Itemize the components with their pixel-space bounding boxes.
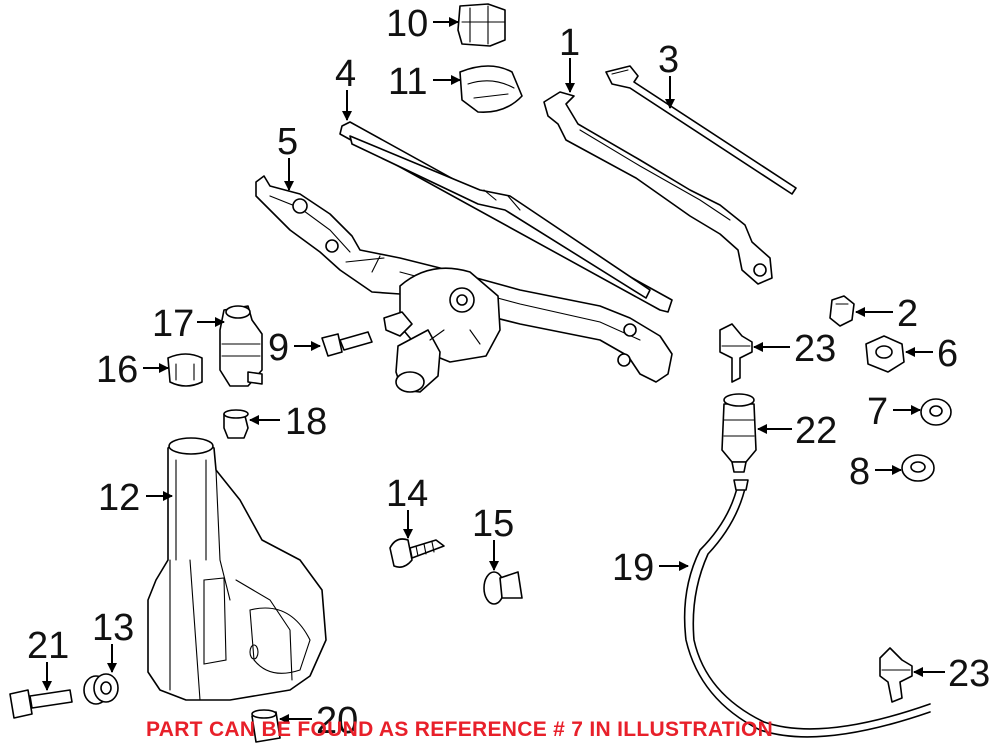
callout-numbers: 10 11 4 1 3 5 2 6 7 8 9 17 16 18 12 14 1… [27,3,990,742]
part-23-nozzle-upper [719,323,753,383]
callout-13: 13 [92,607,134,649]
callout-11: 11 [388,61,427,103]
callout-17: 17 [152,303,194,345]
callout-7: 7 [867,391,888,433]
callout-2: 2 [897,293,918,335]
part-10-cap [457,3,506,47]
part-16-seal [167,353,203,387]
part-15-clip [483,571,523,605]
callout-21: 21 [27,625,69,667]
part-2-nut [829,295,855,327]
reference-notice: PART CAN BE FOUND AS REFERENCE # 7 IN IL… [146,718,774,741]
part-4-wiper-blade [339,121,673,313]
callout-1: 1 [559,22,580,64]
callout-16: 16 [96,349,138,391]
callout-18: 18 [285,401,327,443]
part-1-wiper-arm [543,91,773,285]
part-12-reservoir [147,437,327,701]
part-11-cover [459,65,523,113]
callout-8: 8 [849,451,870,493]
part-9-bolt [321,331,373,357]
part-23-nozzle-lower [879,647,913,703]
part-8-grommet [901,454,935,482]
callout-12: 12 [98,477,140,519]
callout-3: 3 [658,39,679,81]
part-17-washer-pump [219,305,263,387]
part-22-washer-pump [721,393,757,473]
part-7-washer [920,398,952,426]
callout-15: 15 [472,503,514,545]
part-14-screw [389,538,445,568]
callout-4: 4 [335,53,356,95]
part-6-flange-nut [865,335,905,373]
part-21-bolt [9,689,73,719]
callout-19: 19 [612,547,654,589]
callout-23-upper: 23 [794,328,836,370]
callout-10: 10 [386,3,428,45]
callout-23-lower: 23 [948,653,990,695]
wiper-motor [383,267,501,393]
part-20-cap [251,709,281,743]
callout-9: 9 [268,327,289,369]
part-13-bushing [83,673,119,705]
callout-20: 20 [316,700,358,742]
callout-5: 5 [277,121,298,163]
part-19-washer-hose [683,479,931,738]
part-3-rod [605,65,797,195]
leader-arrows [42,17,945,724]
callout-14: 14 [386,473,428,515]
callout-6: 6 [937,333,958,375]
callout-22: 22 [795,410,837,452]
part-18-grommet [223,409,249,439]
